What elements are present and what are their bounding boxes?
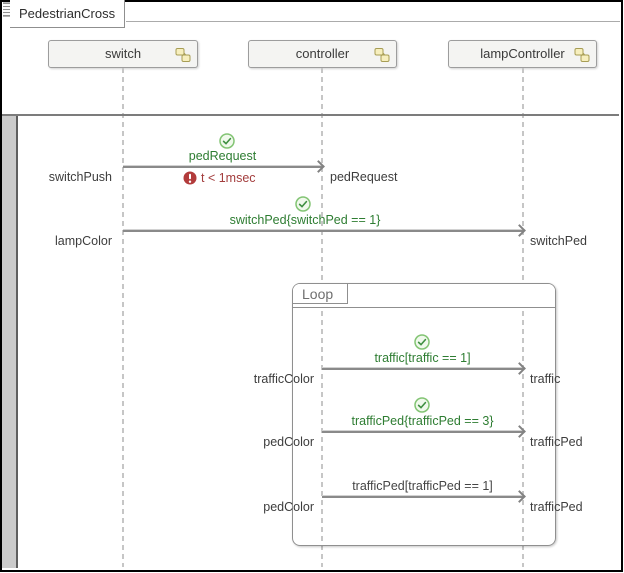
check-circle-icon [414, 334, 430, 350]
dest-signal-label: traffic [530, 372, 561, 386]
dest-signal-label: pedRequest [330, 170, 398, 184]
loop-label: Loop [302, 286, 334, 302]
message-label: traffic[traffic == 1] [374, 351, 471, 365]
error-circle-icon [183, 171, 197, 185]
lifeline-label: switch [104, 46, 142, 61]
lifeline-header-controller[interactable]: controller [248, 40, 397, 68]
left-gutter-scrollbar[interactable] [2, 116, 18, 568]
source-signal-label: switchPush [48, 170, 112, 184]
lifeline-controller [321, 68, 323, 567]
lifeline-label: controller [295, 46, 350, 61]
timing-constraint-label: t < 1msec [201, 171, 256, 185]
check-circle-icon [295, 196, 311, 212]
tab-pedestriancross[interactable]: PedestrianCross [10, 0, 125, 28]
linked-blocks-icon [374, 46, 390, 62]
message-arrow-pedrequest[interactable] [123, 160, 325, 173]
message-arrow-trafficped-guard[interactable] [322, 425, 526, 438]
lifeline-switch [122, 68, 124, 567]
message-arrow-traffic[interactable] [322, 362, 526, 375]
lifeline-header-switch[interactable]: switch [48, 40, 198, 68]
message-label: pedRequest [188, 149, 257, 163]
check-circle-icon [414, 397, 430, 413]
loop-fragment[interactable]: Loop [292, 283, 556, 546]
source-signal-label: trafficColor [253, 372, 314, 386]
dest-signal-label: trafficPed [530, 435, 583, 449]
source-signal-label: pedColor [263, 500, 314, 514]
timing-violation[interactable]: t < 1msec [183, 171, 256, 185]
loop-fragment-tab[interactable]: Loop [293, 284, 348, 304]
dest-signal-label: trafficPed [530, 500, 583, 514]
tab-title: PedestrianCross [19, 6, 116, 21]
source-signal-label: pedColor [263, 435, 314, 449]
linked-blocks-icon [574, 46, 590, 62]
message-label: trafficPed[trafficPed == 1] [352, 479, 493, 493]
tab-bar-baseline [126, 21, 620, 22]
message-label: trafficPed{trafficPed == 3} [351, 414, 494, 428]
header-separator [2, 114, 619, 116]
lifeline-label: lampController [480, 46, 565, 61]
lifeline-header-lampcontroller[interactable]: lampController [448, 40, 597, 68]
lifeline-lampcontroller [522, 68, 524, 567]
dest-signal-label: switchPed [530, 234, 587, 248]
message-arrow-switchped[interactable] [123, 224, 526, 237]
source-signal-label: lampColor [55, 234, 112, 248]
message-label: switchPed{switchPed == 1} [229, 213, 381, 227]
message-arrow-trafficped-cond[interactable] [322, 490, 526, 503]
linked-blocks-icon [175, 46, 191, 62]
check-circle-icon [219, 133, 235, 149]
